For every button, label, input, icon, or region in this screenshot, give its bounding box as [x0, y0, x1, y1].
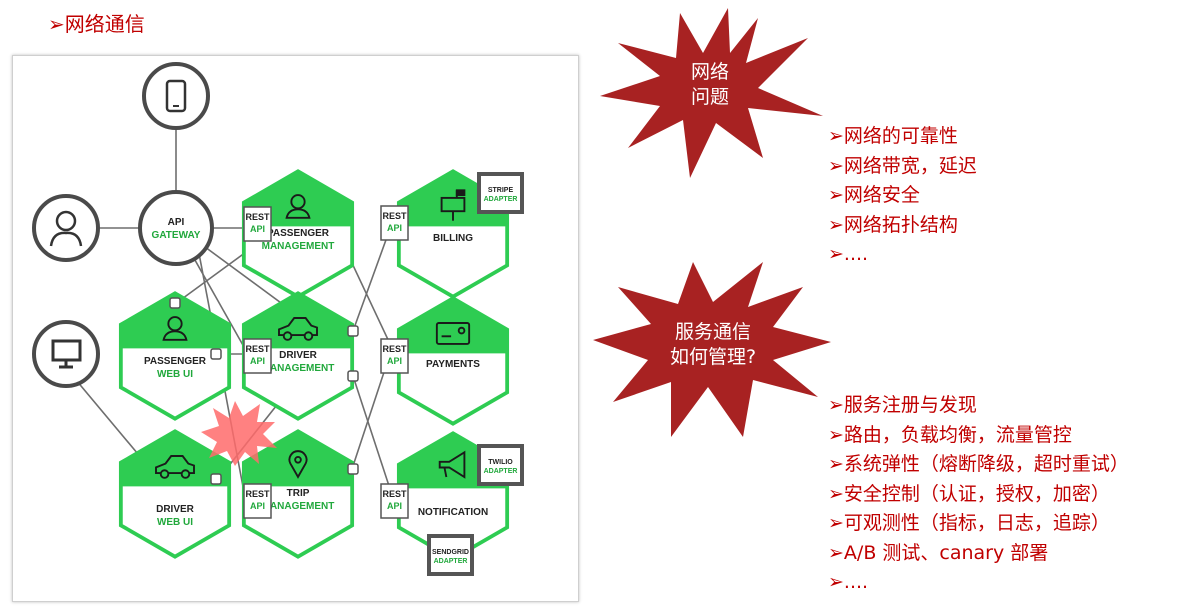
api-label: API	[387, 223, 402, 233]
api-label: API	[250, 501, 265, 511]
burst2-line1: 服务通信	[675, 321, 751, 343]
driver-management-label-2: MANAGEMENT	[262, 363, 335, 374]
mailbox-icon	[440, 189, 466, 221]
trip-management-service	[241, 429, 355, 559]
rest-api-box: REST API	[380, 205, 409, 241]
burst1-line2: 问题	[691, 86, 729, 108]
page-title: ➢网络通信	[48, 12, 145, 36]
passenger-management-label-2: MANAGEMENT	[262, 241, 335, 252]
twilio-label-1: TWILIO	[488, 459, 513, 466]
rest-label: REST	[245, 489, 270, 499]
list-item: ➢....	[828, 243, 869, 265]
twilio-adapter: TWILIO ADAPTER	[477, 444, 524, 486]
list-item: ➢安全控制（认证，授权，加密）	[828, 482, 1110, 505]
rest-label: REST	[245, 212, 270, 222]
driver-web-ui-label-2: WEB UI	[157, 517, 193, 528]
driver-management-service	[241, 291, 355, 421]
mobile-client-node	[142, 62, 210, 130]
passenger-web-ui-label-1: PASSENGER	[144, 356, 207, 367]
list-item: ➢网络的可靠性	[828, 125, 958, 147]
user-icon	[49, 210, 83, 247]
phone-icon	[165, 79, 187, 113]
person-icon	[285, 194, 311, 219]
list-item: ➢系统弹性（熔断降级，超时重试）	[828, 453, 1129, 475]
sendgrid-label-1: SENDGRID	[432, 549, 469, 556]
notification-label: NOTIFICATION	[418, 507, 488, 518]
microservices-diagram: API GATEWAY PASSENGER MANAGEMENT DRIVER …	[12, 55, 579, 602]
rest-label: REST	[382, 489, 407, 499]
list-item: ➢A/B 测试、canary 部署	[828, 541, 1049, 564]
monitor-icon	[51, 339, 82, 369]
list-item: ➢可观测性（指标，日志，追踪）	[828, 512, 1110, 534]
api-gateway-node: API GATEWAY	[138, 190, 214, 266]
person-icon	[162, 316, 188, 341]
user-client-node	[32, 194, 100, 262]
list-item: ➢网络带宽，延迟	[828, 154, 977, 177]
rest-api-box: REST API	[243, 338, 272, 374]
megaphone-icon	[438, 450, 466, 479]
api-label: API	[250, 224, 265, 234]
rest-api-box: REST API	[380, 483, 409, 519]
stripe-adapter: STRIPE ADAPTER	[477, 172, 524, 214]
stripe-label-2: ADAPTER	[484, 196, 518, 203]
desktop-client-node	[32, 320, 100, 388]
billing-label: BILLING	[433, 233, 473, 244]
list-item: ➢....	[828, 571, 869, 593]
rest-api-box: REST API	[380, 338, 409, 374]
rest-api-box: REST API	[243, 483, 272, 519]
rest-label: REST	[382, 344, 407, 354]
list-item: ➢网络安全	[828, 184, 920, 206]
rest-label: REST	[382, 211, 407, 221]
driver-web-ui-label-1: DRIVER	[156, 504, 195, 515]
rest-api-box: REST API	[243, 206, 272, 242]
payments-service	[396, 296, 510, 426]
sendgrid-adapter: SENDGRID ADAPTER	[427, 534, 474, 576]
driver-management-label-1: DRIVER	[279, 350, 318, 361]
service-management-burst: 服务通信 如何管理?	[593, 262, 831, 437]
passenger-management-label-1: PASSENGER	[267, 228, 330, 239]
car-icon	[278, 317, 318, 341]
passenger-web-ui-label-2: WEB UI	[157, 369, 193, 380]
driver-web-ui-service	[118, 429, 232, 559]
api-gateway-label-2: GATEWAY	[152, 230, 201, 241]
network-failure-burst	[201, 401, 277, 466]
network-issues-list: ➢网络的可靠性 ➢网络带宽，延迟 ➢网络安全 ➢网络拓扑结构 ➢....	[828, 122, 977, 270]
trip-management-label-2: MANAGEMENT	[262, 501, 335, 512]
burst2-line2: 如何管理?	[670, 346, 756, 368]
api-label: API	[387, 501, 402, 511]
car-icon	[155, 455, 195, 479]
api-label: API	[387, 356, 402, 366]
rest-label: REST	[245, 344, 270, 354]
api-gateway-label-1: API	[168, 217, 185, 228]
burst1-line1: 网络	[691, 61, 729, 83]
credit-card-icon	[435, 322, 471, 345]
sendgrid-label-2: ADAPTER	[434, 558, 468, 565]
connector-ports	[169, 297, 359, 485]
network-issues-burst: 网络 问题	[600, 8, 823, 178]
list-item: ➢路由，负载均衡，流量管控	[828, 423, 1072, 446]
api-label: API	[250, 356, 265, 366]
stripe-label-1: STRIPE	[488, 187, 514, 194]
payments-label: PAYMENTS	[426, 359, 480, 370]
trip-management-label-1: TRIP	[287, 488, 310, 499]
passenger-web-ui-service	[118, 291, 232, 421]
service-management-list: ➢服务注册与发现 ➢路由，负载均衡，流量管控 ➢系统弹性（熔断降级，超时重试） …	[828, 391, 1129, 598]
list-item: ➢服务注册与发现	[828, 394, 977, 416]
list-item: ➢网络拓扑结构	[828, 213, 958, 236]
twilio-label-2: ADAPTER	[484, 468, 518, 475]
map-pin-icon	[288, 450, 308, 479]
